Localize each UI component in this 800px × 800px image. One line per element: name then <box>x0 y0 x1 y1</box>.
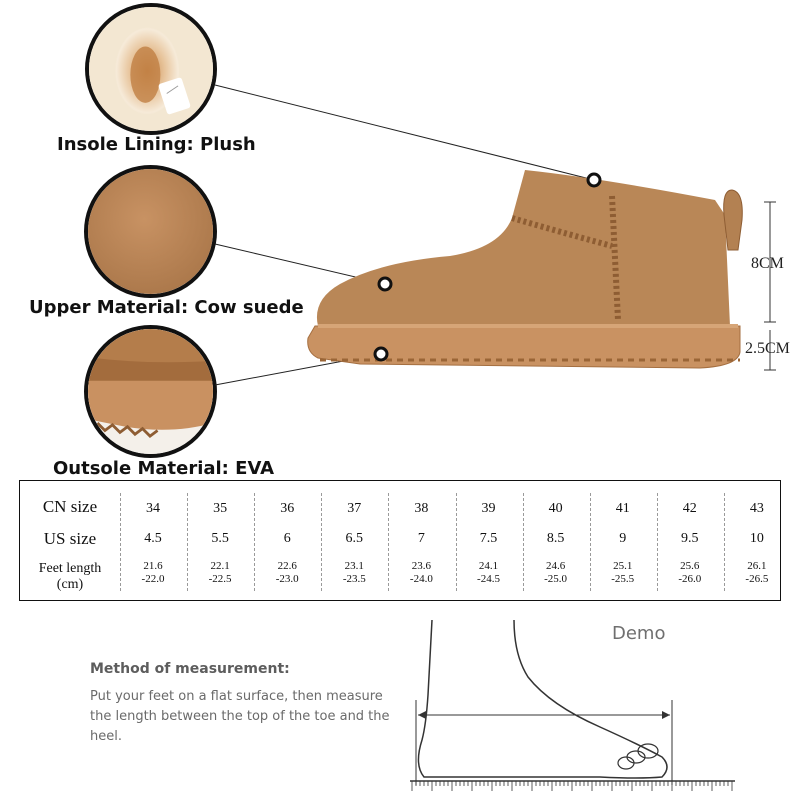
feet-length-to-cell: -25.0 <box>544 573 568 585</box>
column-divider <box>187 493 189 591</box>
column-divider <box>120 493 121 591</box>
us-size-cell: 9 <box>619 531 627 546</box>
measurement-title: Method of measurement: <box>90 661 290 677</box>
sole-height-label: 2.5CM <box>745 340 790 357</box>
feet-length-from-cell: 24.6 <box>545 560 566 572</box>
column-divider <box>589 493 591 591</box>
feet-length-to-cell: -23.0 <box>275 573 299 585</box>
us-size-cell: 10 <box>749 531 764 546</box>
us-size-cell: 8.5 <box>546 531 565 546</box>
feet-length-to-cell: -22.0 <box>141 573 165 585</box>
column-divider <box>388 493 390 591</box>
cn-size-cell: 36 <box>280 501 295 516</box>
feet-length-to-cell: -24.5 <box>477 573 500 585</box>
feet-length-header: Feet length (cm) <box>38 561 102 592</box>
cn-size-cell: 40 <box>548 501 563 516</box>
us-size-cell: 7 <box>417 531 425 546</box>
feet-length-from-cell: 22.1 <box>210 560 230 572</box>
boot-illustration <box>214 84 776 386</box>
column-divider <box>455 493 457 591</box>
insole-leader-line <box>214 84 595 181</box>
measurement-instructions: Put your feet on a flat surface, then me… <box>90 689 390 744</box>
feet-length-from-cell: 25.6 <box>680 560 700 572</box>
insole-dot <box>586 172 602 188</box>
outsole-label: Outsole Material: EVA <box>53 458 275 479</box>
us-size-cell: 5.5 <box>211 531 229 546</box>
foot-measurement-diagram <box>410 619 735 791</box>
us-size-cell: 6.5 <box>345 531 364 546</box>
us-size-cell: 6 <box>283 531 291 546</box>
feet-length-to-cell: -25.5 <box>611 573 635 585</box>
feet-length-to-cell: -23.5 <box>342 573 366 585</box>
demo-label: Demo <box>612 623 666 644</box>
upper-detail-image <box>84 165 217 298</box>
cn-size-cell: 35 <box>213 501 228 516</box>
feet-length-from-cell: 23.1 <box>344 560 364 572</box>
feet-length-from-cell: 26.1 <box>747 560 767 572</box>
feet-length-from-cell: 22.6 <box>277 560 297 572</box>
feet-length-to-cell: -22.5 <box>208 573 232 585</box>
outsole-dot <box>373 346 389 362</box>
cn-size-header: CN size <box>42 497 98 516</box>
shaft-height-label: 8CM <box>751 255 784 272</box>
feet-length-from-cell: 21.6 <box>143 560 163 572</box>
feet-length-to-cell: -26.0 <box>678 573 702 585</box>
cn-size-cell: 34 <box>146 501 160 516</box>
cn-size-cell: 38 <box>414 501 429 516</box>
us-size-cell: 4.5 <box>144 531 162 546</box>
us-size-cell: 7.5 <box>479 531 498 546</box>
us-size-cell: 9.5 <box>681 531 699 546</box>
cn-size-cell: 43 <box>749 501 764 516</box>
upper-dot <box>377 276 393 292</box>
upper-label: Upper Material: Cow suede <box>29 297 304 318</box>
feet-length-from-cell: 25.1 <box>613 560 633 572</box>
insole-detail-image <box>85 3 217 135</box>
size-chart-table: CN size US size Feet length (cm) 34 4.5 21… <box>19 480 781 601</box>
feet-length-to-cell: -26.5 <box>745 573 769 585</box>
cn-size-cell: 41 <box>615 501 630 516</box>
feet-length-from-cell: 24.1 <box>478 560 499 572</box>
column-divider <box>656 493 658 591</box>
us-size-header: US size <box>43 529 97 548</box>
column-divider <box>321 493 323 591</box>
column-divider <box>254 493 256 591</box>
feet-length-from-cell: 23.6 <box>411 560 432 572</box>
column-divider <box>522 493 524 591</box>
insole-label: Insole Lining: Plush <box>57 134 256 155</box>
cn-size-cell: 37 <box>347 501 362 516</box>
column-divider <box>723 493 725 591</box>
cn-size-cell: 42 <box>682 501 697 516</box>
cn-size-cell: 39 <box>481 501 496 516</box>
feet-length-to-cell: -24.0 <box>409 573 433 585</box>
